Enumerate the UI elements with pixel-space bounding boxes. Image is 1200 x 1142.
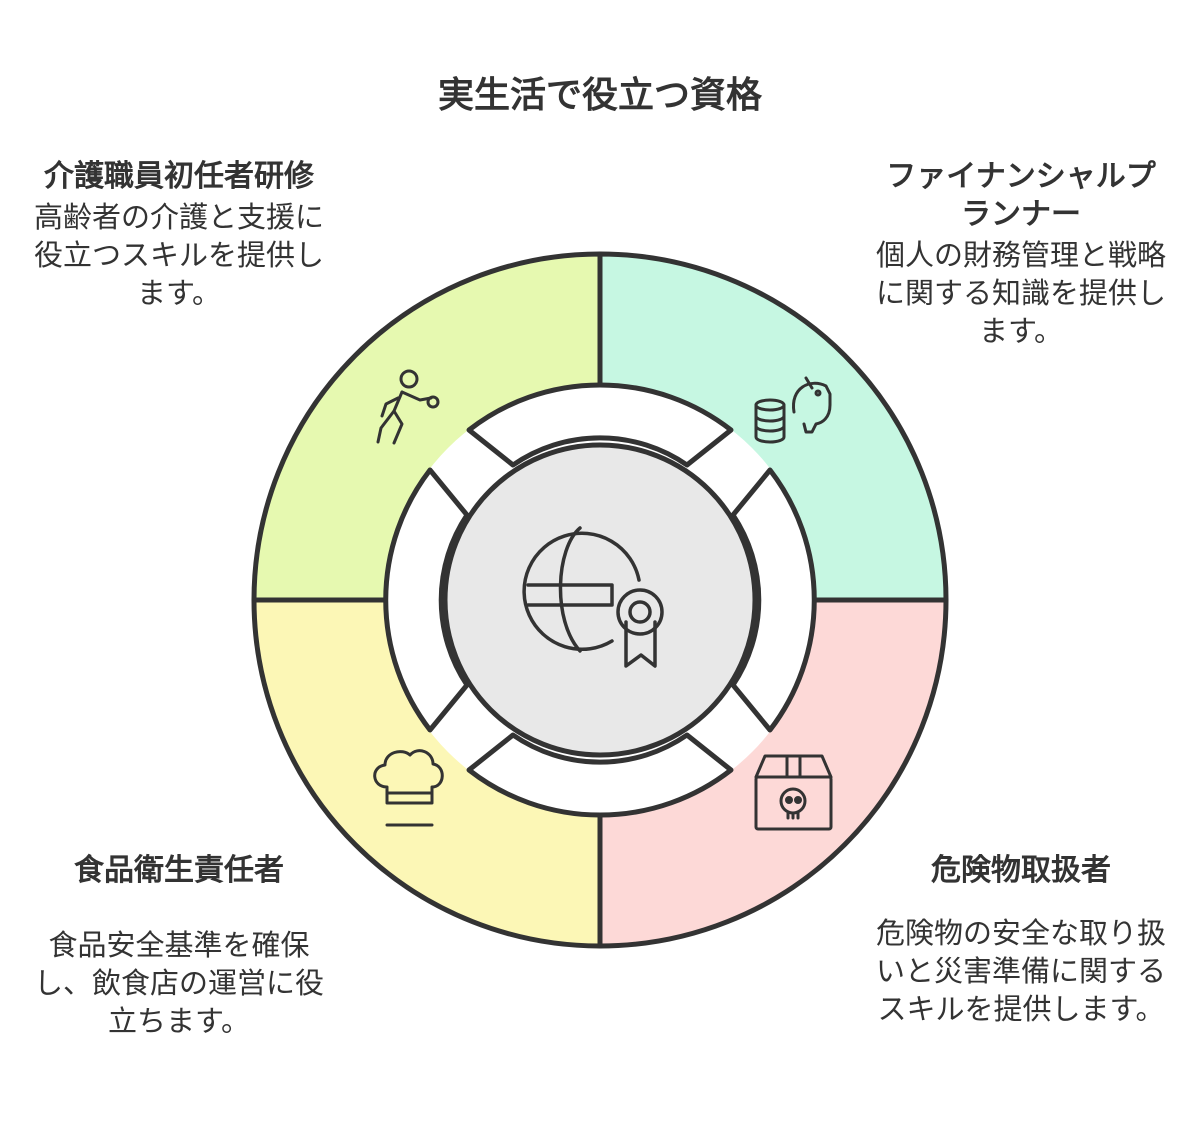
hazard-box-icon [754,754,833,831]
caregiver-description: 高齢者の介護と支援に役立つスキルを提供します。 [34,200,325,310]
inner-arc-left [383,467,470,733]
piggy-bank-coins-icon [754,376,832,444]
text-block-hazardous-materials: 危険物取扱者 危険物の安全な取り扱いと災害準備に関するスキルを提供します。 [876,852,1166,1028]
food-hygiene-description: 食品安全基準を確保し、飲食店の運営に役立ちます。 [34,928,325,1038]
hazardous-materials-title: 危険物取扱者 [931,853,1111,888]
financial-planner-title: ファイナンシャルプランナー [886,159,1156,232]
food-hygiene-title: 食品衛生責任者 [74,853,284,888]
inner-arc-bottom [466,732,734,818]
chef-hat-icon [373,749,444,827]
inner-arc-top [466,382,734,468]
globe-certificate-icon [522,526,664,668]
financial-planner-description: 個人の財務管理と戦略に関する知識を提供します。 [876,238,1167,348]
person-walking-icon [376,369,440,445]
text-block-caregiver: 介護職員初任者研修 高齢者の介護と支援に役立つスキルを提供します。 [34,158,324,312]
center-circle [442,442,758,758]
text-block-food-hygiene: 食品衛生責任者 食品安全基準を確保し、飲食店の運営に役立ちます。 [34,852,324,1040]
text-block-financial-planner: ファイナンシャルプランナー 個人の財務管理と戦略に関する知識を提供します。 [876,158,1166,350]
hazardous-materials-description: 危険物の安全な取り扱いと災害準備に関するスキルを提供します。 [876,916,1167,1026]
caregiver-title: 介護職員初任者研修 [44,159,314,194]
diagram-title: 実生活で役立つ資格 [437,75,762,116]
inner-arc-right [730,467,817,733]
